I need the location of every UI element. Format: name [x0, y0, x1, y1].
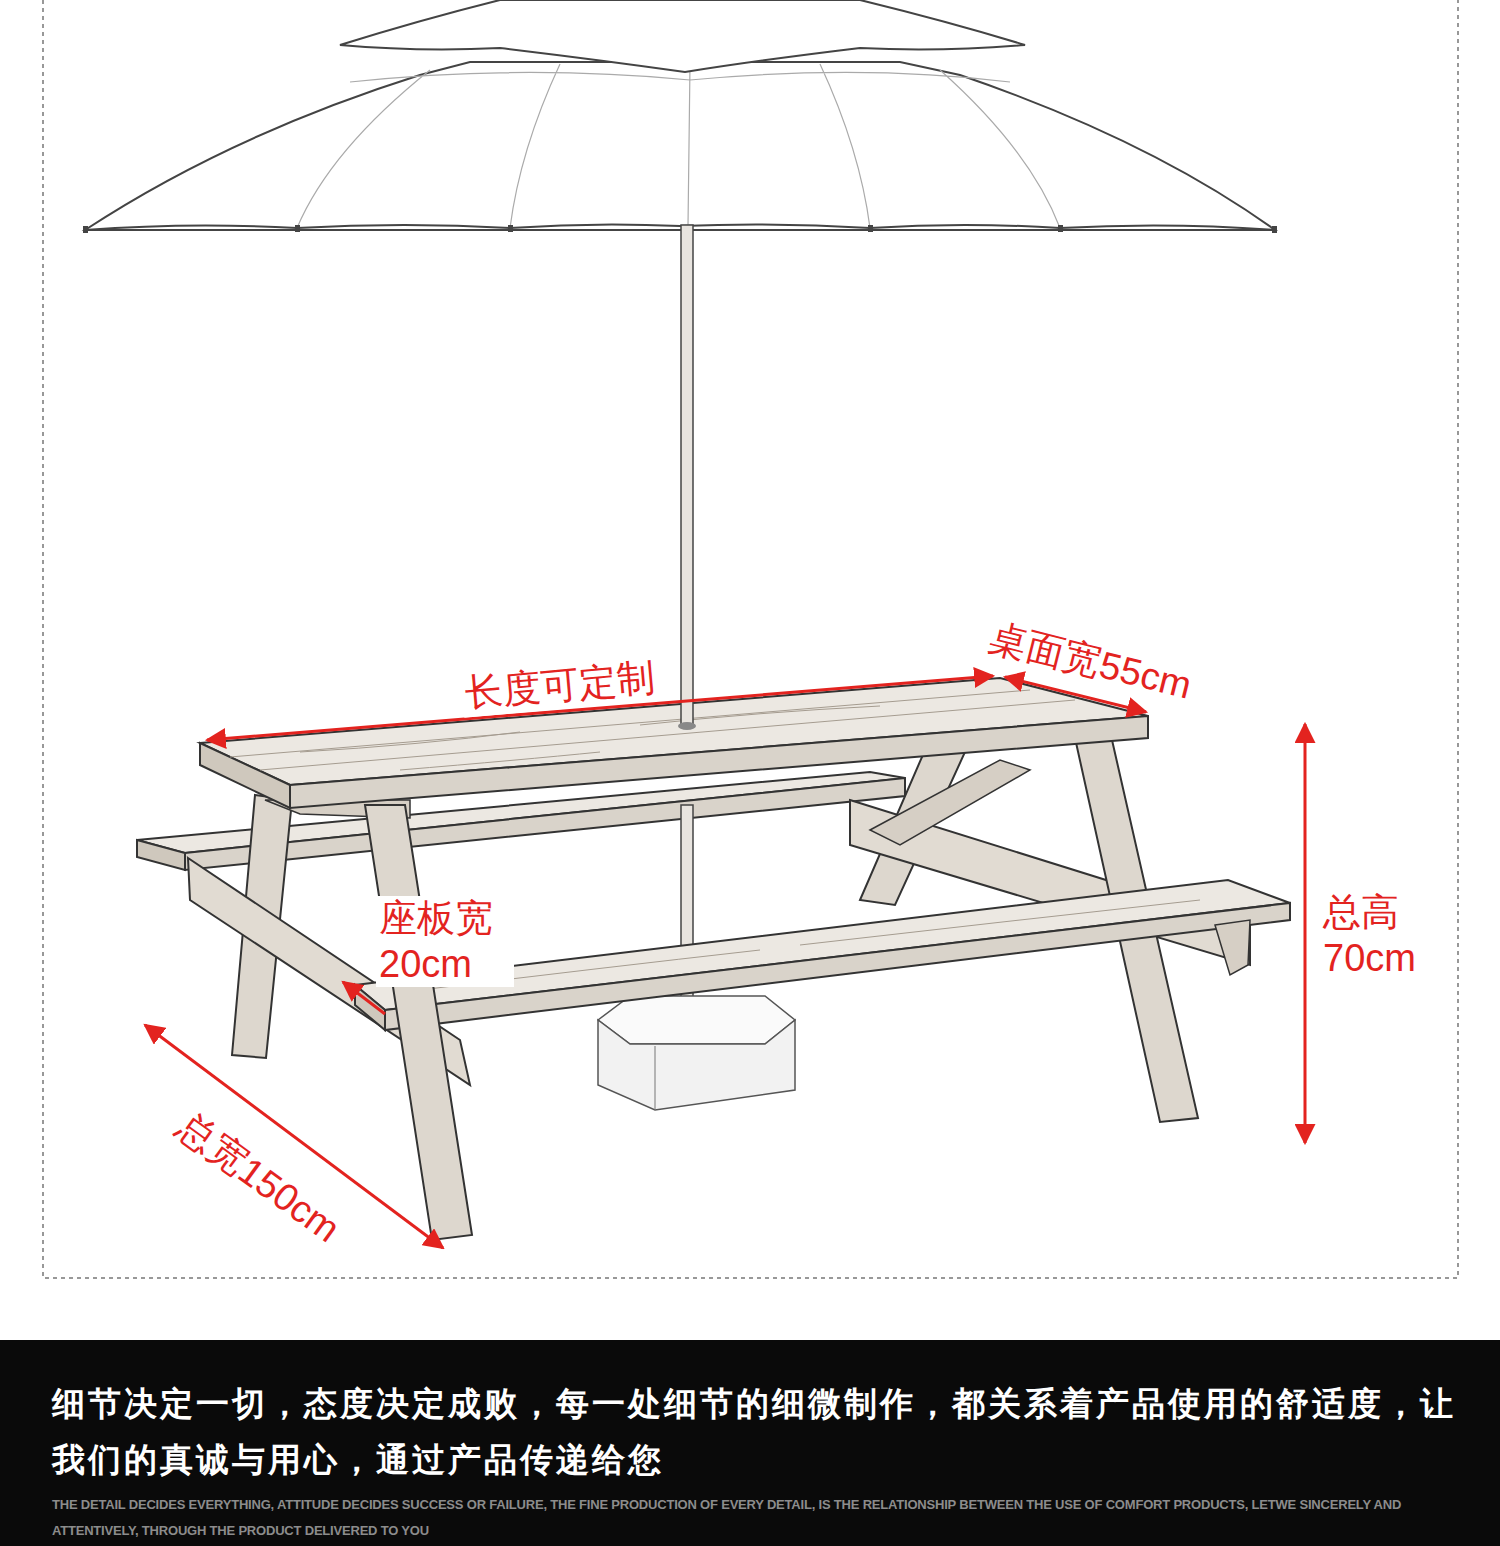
width-arrow: [1005, 677, 1146, 712]
footer-band: 细节决定一切，态度决定成败，每一处细节的细微制作，都关系着产品使用的舒适度，让 …: [0, 1340, 1500, 1546]
wood-grain: [420, 900, 1200, 990]
canopy-ribs: [297, 64, 1060, 228]
umbrella-base: [598, 996, 795, 1044]
umbrella-canopy: [85, 62, 1275, 230]
canopy-edge: [85, 224, 1275, 230]
slogan-text: 细节决定一切，态度决定成败，每一处细节的细微制作，都关系着产品使用的舒适度，让 …: [52, 1376, 1472, 1488]
rib-tip: [295, 225, 300, 232]
front-bench-end: [355, 985, 385, 1030]
dashed-frame: [43, 0, 1458, 1278]
rib-tips: [83, 225, 1277, 233]
base-edge: [655, 1046, 656, 1110]
tabletop-front: [290, 716, 1148, 808]
rib-tip: [1272, 226, 1277, 233]
dimension-label: 总高 70cm: [1320, 890, 1438, 981]
length-arrow: [207, 676, 993, 740]
bench-bracket: [1215, 920, 1250, 975]
seat-arrow: [343, 982, 385, 1014]
rib-tip: [1058, 225, 1063, 232]
total-width-arrow: [145, 1025, 443, 1248]
rib-tip: [868, 225, 873, 232]
umbrella-top-tier: [340, 0, 1025, 72]
wood-grain: [230, 690, 1075, 770]
front-bench-top: [355, 880, 1290, 1010]
dimension-label: 桌面宽55cm: [981, 614, 1199, 710]
front-bench-front: [385, 903, 1290, 1030]
dimension-arrows: [145, 676, 1305, 1248]
dimension-label: 座板宽 20cm: [376, 896, 514, 987]
umbrella-base-side: [598, 1020, 795, 1110]
back-bench-end: [137, 840, 185, 870]
umbrella-pole: [681, 225, 693, 727]
rib-tip: [508, 225, 513, 232]
dimension-label: 长度可定制: [460, 655, 659, 718]
table-leg: [365, 805, 472, 1240]
rib-tip: [83, 226, 88, 233]
height-arrow: [1304, 724, 1307, 1143]
pole-hole: [678, 722, 696, 730]
dimension-label: 总宽150cm: [165, 1102, 350, 1254]
slogan-translation: THE DETAIL DECIDES EVERYTHING, ATTITUDE …: [52, 1492, 1458, 1544]
brace: [870, 760, 1030, 845]
